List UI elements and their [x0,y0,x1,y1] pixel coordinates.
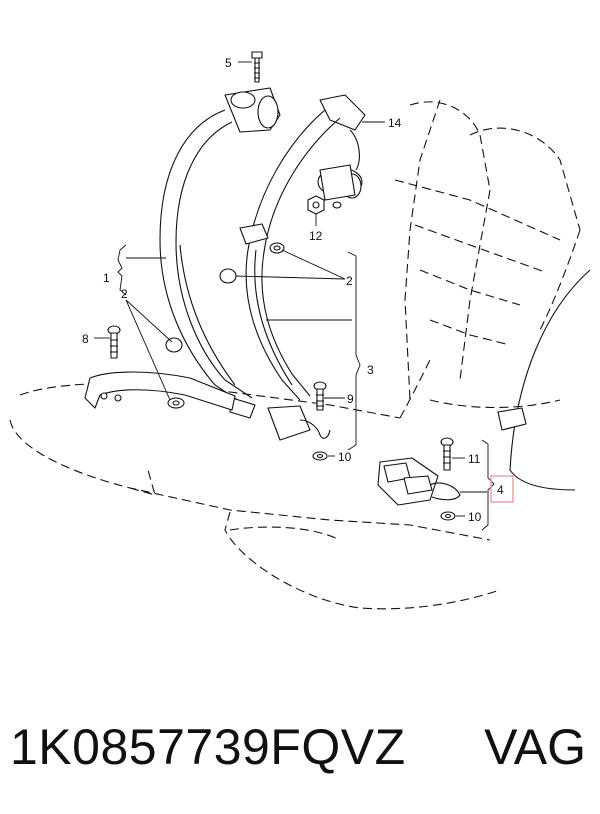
bolt-9 [313,381,327,411]
caption-bar: 1K0857739FQVZ VAG [0,712,600,792]
callout-9: 9 [347,392,354,406]
callout-4: 4 [497,483,504,497]
twin-buckle-4 [377,457,461,506]
lower-anchor-strap [84,371,236,411]
seat-belt-left [84,87,281,419]
cap-2-left [165,337,185,409]
belt-buckle-center [267,405,311,441]
leader-lines [94,61,495,531]
seat-belt-exploded-diagram: 5 14 12 1 2 2 8 3 9 10 11 4 10 [9,51,591,610]
fasteners [107,51,456,521]
callout-2-right: 2 [346,274,353,288]
seat-belt-right [239,94,366,441]
belt-guide-upper-right [319,94,366,131]
callout-12: 12 [309,229,323,243]
callout-10-center: 10 [338,450,352,464]
nut-12 [307,195,342,215]
seat-outline [9,99,591,610]
washer-10-center [312,451,328,461]
bolt-8 [107,325,121,359]
bolt-11 [440,437,454,471]
callout-10-right: 10 [468,510,482,524]
callout-5: 5 [225,56,232,70]
brand-label: VAG [484,719,586,775]
part-number: 1K0857739FQVZ [10,719,406,775]
callout-1: 1 [103,271,110,285]
cap-2-right [219,242,285,284]
callout-2-left: 2 [121,287,128,301]
callout-8: 8 [82,332,89,346]
callout-11: 11 [468,452,481,466]
callout-14: 14 [388,116,402,130]
bolt-5 [251,51,263,83]
washer-10-right [440,511,456,521]
callout-4-highlight [490,475,514,503]
callout-3: 3 [367,363,374,377]
belt-guide-side [497,407,527,431]
